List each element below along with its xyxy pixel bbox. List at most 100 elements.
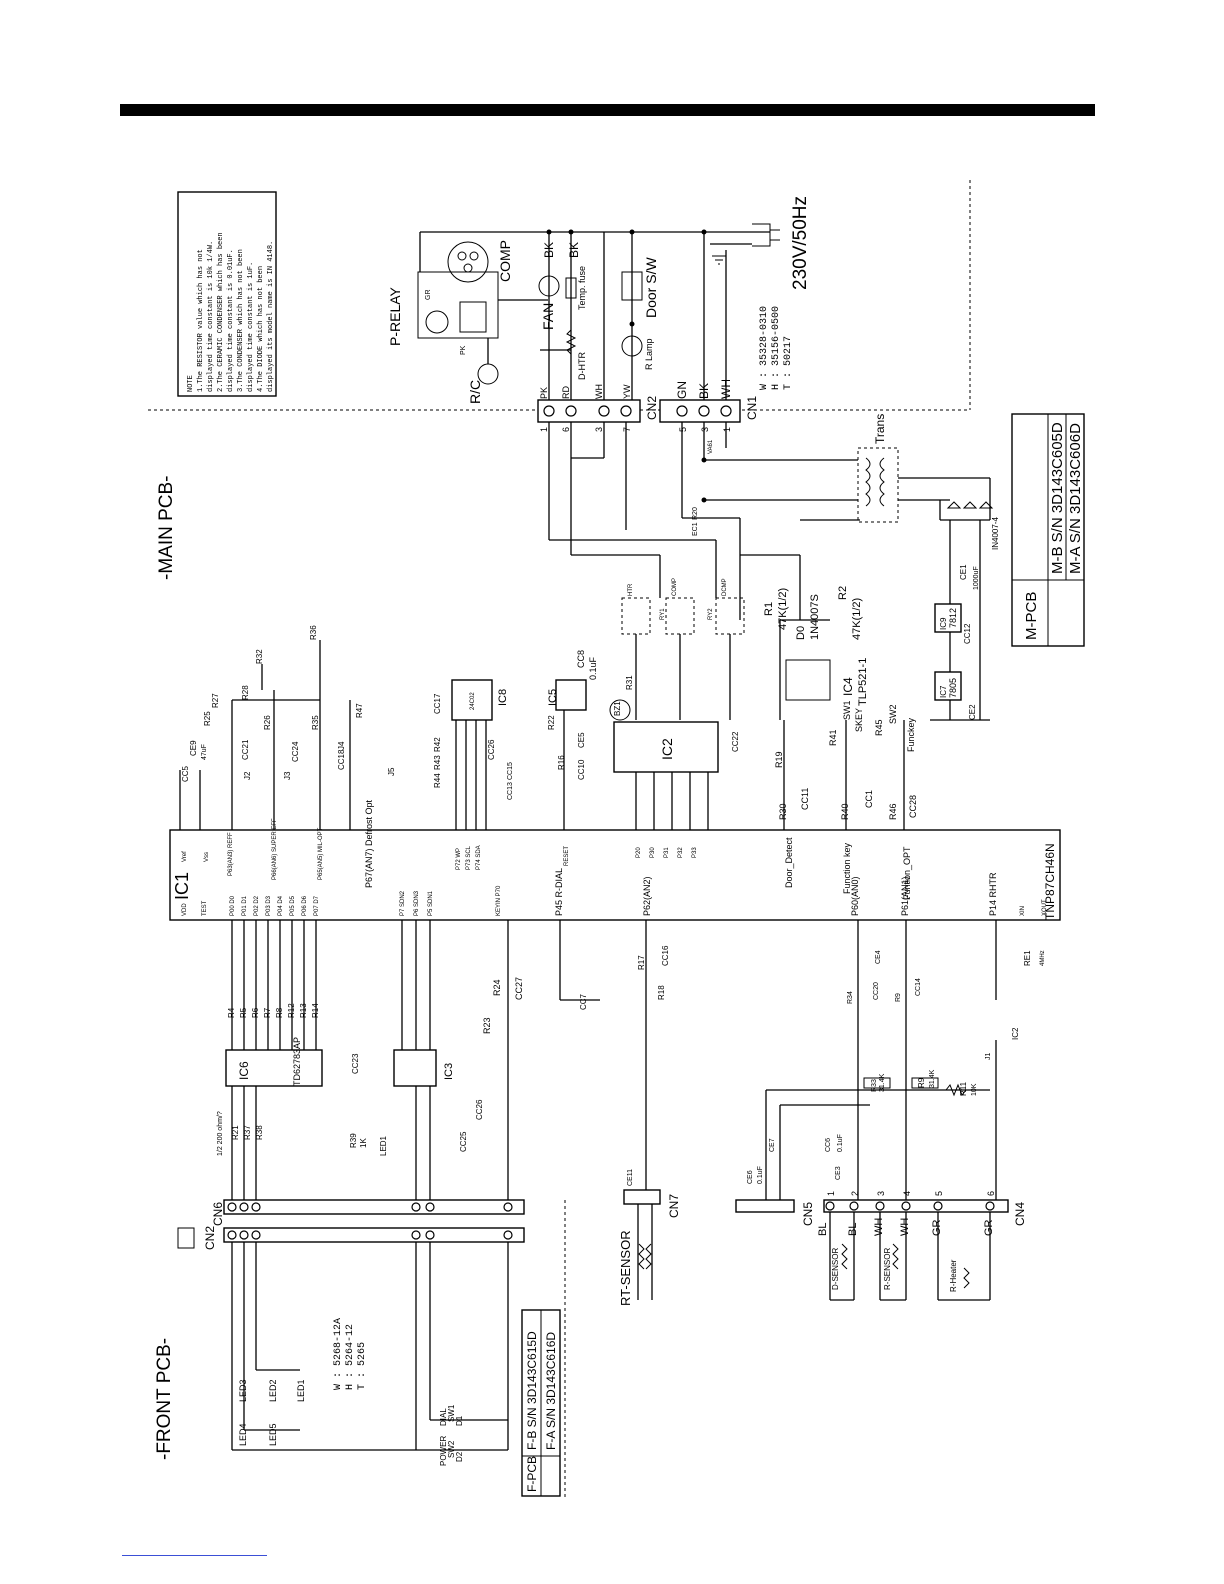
svg-text:D2: D2 — [455, 1451, 464, 1462]
svg-text:RESET: RESET — [564, 846, 570, 866]
cn6-pins — [227, 1202, 513, 1240]
comp-relay-label: COMP — [672, 578, 678, 596]
svg-text:CE3: CE3 — [835, 1166, 842, 1180]
junction-dot — [568, 229, 574, 235]
footer-link-line — [122, 1555, 267, 1556]
r31-label: R31 — [625, 675, 634, 690]
d0-label: D0 — [795, 626, 807, 640]
junction-dot — [701, 229, 707, 235]
svg-text:W : 5268-12A: W : 5268-12A — [333, 1318, 344, 1390]
ic6-series-resistors: R4 R5 R6 R7 R8 R12 R13 R14 R21 R37 R38 1… — [217, 1003, 320, 1156]
svg-text:WH: WH — [873, 1218, 885, 1236]
svg-text:displayed its model name is IN: displayed its model name is IN 4148. — [267, 241, 275, 392]
svg-text:P20: P20 — [636, 847, 642, 858]
svg-text:R38: R38 — [255, 1125, 264, 1140]
r1-label: R1 — [763, 602, 775, 616]
ic1-right-pin-labels: Vref Vss P63(AN3) REFF P66(AN6) SUPER EF… — [182, 799, 912, 900]
r39-label: R39 — [349, 1133, 358, 1148]
junction-dot — [701, 457, 707, 463]
main-wiring-spec: W : 35328-0310 H : 35156-0500 T : 50217 — [759, 306, 794, 390]
svg-text:R44: R44 — [433, 773, 442, 788]
comp-label: COMP — [497, 240, 513, 282]
main-pcb-title: -MAIN PCB- — [156, 476, 177, 581]
supply-label: 230V/50Hz — [790, 196, 811, 290]
svg-text:P04 D4: P04 D4 — [278, 895, 284, 916]
svg-text:Vref: Vref — [182, 851, 188, 862]
f-pcb-label: F-PCB — [525, 1456, 539, 1492]
cn4-label: CN4 — [1013, 1202, 1027, 1226]
svg-text:NOTE: NOTE — [187, 375, 195, 392]
svg-text:CC5: CC5 — [181, 765, 190, 782]
svg-text:R47: R47 — [355, 703, 364, 718]
ac-wiring — [419, 231, 770, 400]
svg-text:P14 RHTR: P14 RHTR — [988, 872, 998, 916]
svg-text:VDD: VDD — [182, 903, 188, 916]
svg-text:T : 50217: T : 50217 — [783, 336, 794, 390]
cn4-connector — [823, 1199, 1009, 1213]
ic3-label: IC3 — [443, 1063, 455, 1080]
svg-text:CC6: CC6 — [825, 1138, 832, 1152]
svg-text:R35: R35 — [311, 715, 320, 730]
front-leds: LED4 LED3 LED5 LED2 LED1 D1 D2 SW1 SW2 D… — [238, 1379, 464, 1466]
svg-text:1.The RESISTOR value which has: 1.The RESISTOR value which has not — [197, 249, 205, 392]
r40-label: R40 — [840, 803, 850, 820]
cn1-pin-number: 1 — [722, 427, 732, 432]
junction-dot — [629, 321, 635, 327]
cn2-front-connector — [223, 1227, 525, 1243]
r2-label: R2 — [837, 586, 849, 600]
svg-text:4: 4 — [902, 1191, 912, 1196]
svg-text:R24: R24 — [492, 979, 502, 996]
svg-text:KEYIN P70: KEYIN P70 — [496, 885, 502, 916]
ic1-left-pin-labels: VDD TEST P00 D0 P01 D1 P02 D2 P03 D3 P04… — [182, 868, 1048, 916]
svg-text:P45 R-DIAL: P45 R-DIAL — [554, 868, 564, 916]
svg-text:CC24: CC24 — [291, 741, 300, 762]
svg-text:D1: D1 — [455, 1415, 464, 1426]
r16-label: R16 — [557, 755, 566, 770]
ic2-label: IC2 — [659, 738, 675, 760]
cn2-pin — [598, 405, 610, 417]
ic1-part: TNP87CH46N — [1043, 843, 1057, 920]
cc8-label: CC8 — [576, 650, 586, 668]
svg-text:J2: J2 — [243, 771, 252, 780]
ic9-part: 7812 — [948, 608, 958, 628]
r41-label: R41 — [828, 729, 838, 746]
svg-text:R17: R17 — [637, 955, 646, 970]
svg-text:POWER: POWER — [439, 1436, 448, 1466]
svg-text:CC21: CC21 — [241, 739, 250, 760]
svg-text:LED3: LED3 — [238, 1379, 248, 1402]
cn2-color-label: WH — [594, 384, 604, 399]
svg-text:TEST: TEST — [202, 900, 208, 916]
svg-text:LED2: LED2 — [268, 1379, 278, 1402]
svg-text:5: 5 — [934, 1191, 944, 1196]
svg-text:R9: R9 — [917, 1077, 926, 1088]
relay-pk-label: PK — [460, 345, 467, 355]
svg-text:Function key: Function key — [842, 842, 852, 894]
dcmp-label: DCMP — [722, 578, 728, 596]
r2-value: 47K(1/2) — [851, 598, 863, 640]
svg-text:T : 5265: T : 5265 — [357, 1342, 368, 1390]
sw1-label: SW1 — [842, 700, 852, 720]
svg-text:P32: P32 — [678, 847, 684, 858]
relay-drive-wiring — [635, 540, 731, 720]
cn2-connector — [537, 399, 641, 423]
cn1-pin — [720, 405, 732, 417]
svg-text:R8: R8 — [275, 1007, 284, 1018]
ce1-value: 1000uF — [973, 566, 980, 590]
svg-text:CE11: CE11 — [627, 1169, 634, 1186]
svg-text:P74 SDA: P74 SDA — [476, 845, 482, 870]
skey-label: SKEY — [854, 708, 864, 732]
svg-text:P03 D3: P03 D3 — [266, 895, 272, 916]
sensor-resistors — [765, 1077, 990, 1200]
svg-text:1: 1 — [826, 1191, 836, 1196]
cn2-pin-number: 7 — [622, 427, 632, 432]
ic4-part: TLP521-1 — [857, 658, 869, 706]
cc28-label: CC28 — [908, 795, 918, 818]
cn2-color-label: YW — [622, 384, 632, 399]
svg-text:P07 D7: P07 D7 — [314, 895, 320, 916]
front-pcb-wiring — [231, 1242, 509, 1451]
svg-text:P33: P33 — [692, 847, 698, 858]
ic5-reset — [555, 679, 587, 711]
ic8-eeprom — [451, 679, 493, 721]
lower-bus-wiring — [231, 920, 997, 1200]
